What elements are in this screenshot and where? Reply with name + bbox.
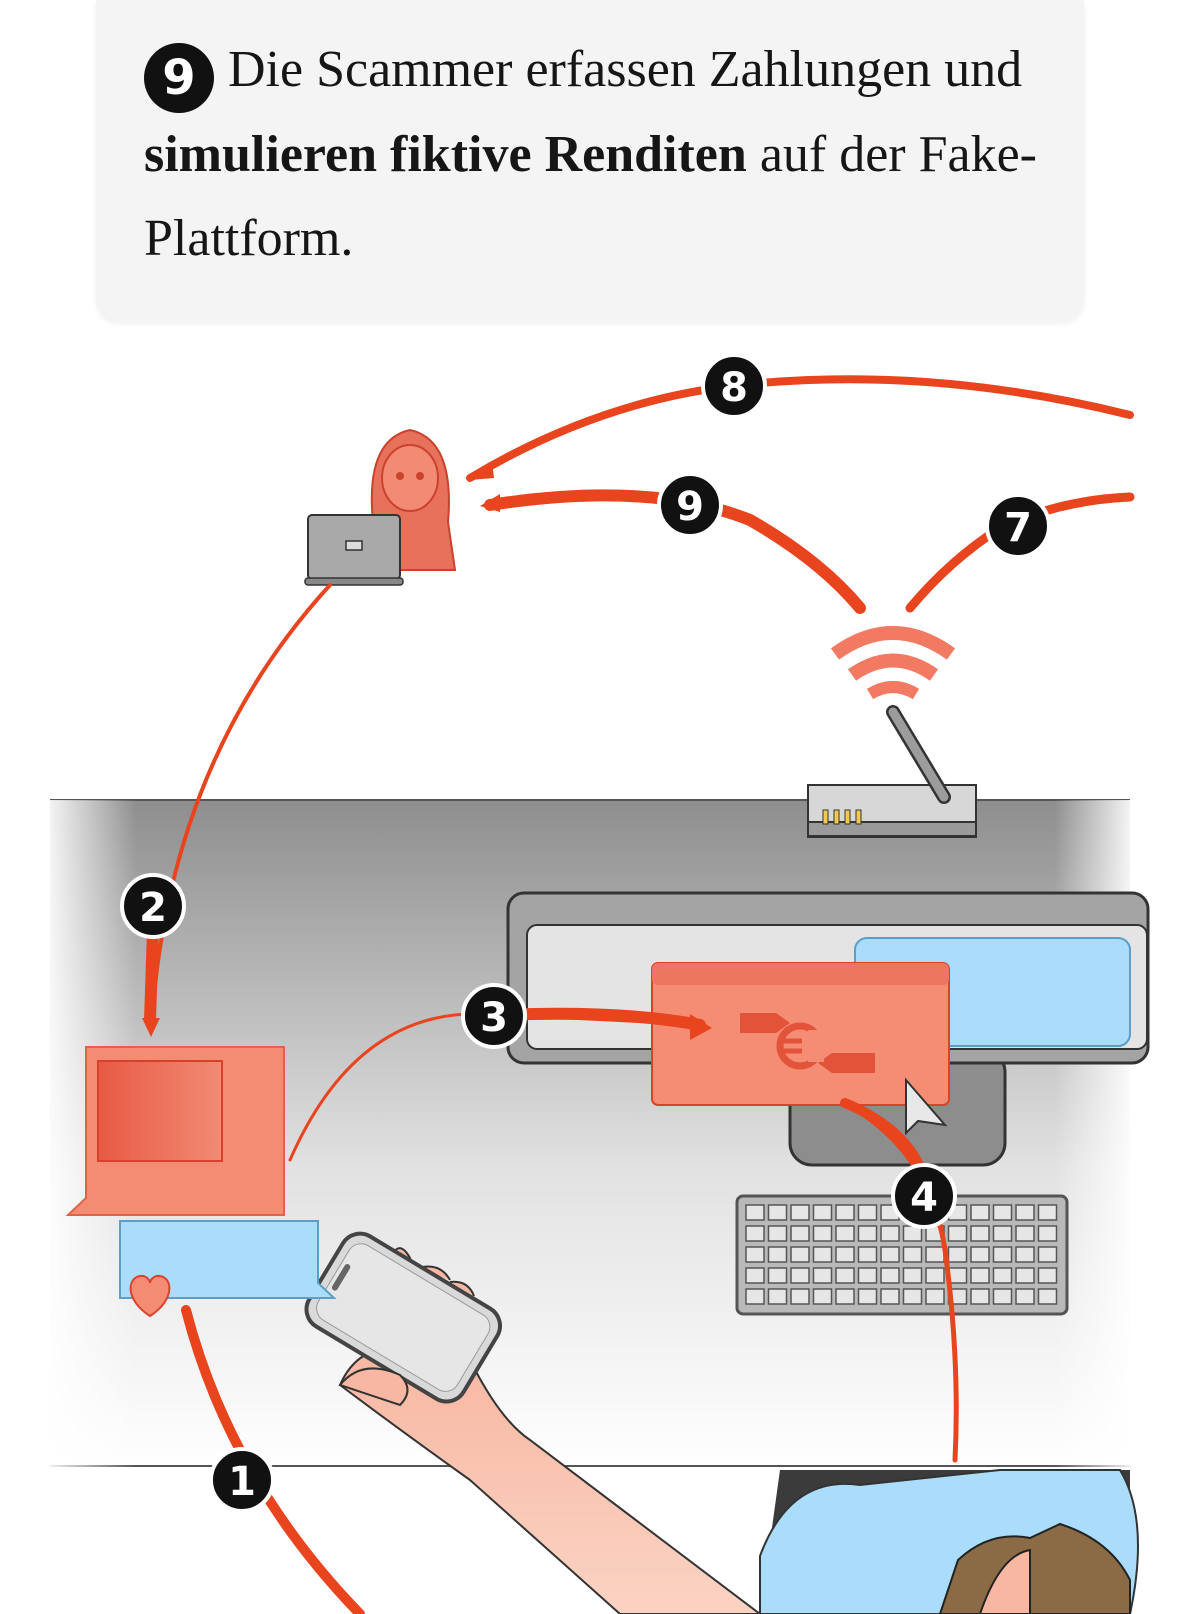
keyboard-key: [812, 1267, 833, 1284]
keyboard-key: [812, 1204, 833, 1221]
caption-bold: simulieren fiktive Renditen: [144, 126, 747, 183]
keyboard-key: [767, 1267, 788, 1284]
keyboard-key: [857, 1204, 878, 1221]
step-badge: 9: [144, 43, 214, 113]
step-marker-4: 4: [891, 1163, 957, 1229]
keyboard-key: [857, 1246, 878, 1263]
keyboard-key: [790, 1267, 810, 1284]
keyboard-key: [970, 1246, 990, 1263]
chat-bubbles: [65, 1046, 337, 1318]
keyboard-key: [812, 1288, 833, 1305]
euro-icon: [776, 1022, 824, 1070]
step-marker-8: 8: [701, 353, 767, 419]
step-marker-3: 3: [461, 983, 527, 1049]
keyboard-key: [745, 1246, 765, 1263]
step-markers: 1 2 3 4 7 8 9: [120, 353, 1051, 1513]
caption-part1: Die Scammer erfassen Zahlungen und: [228, 41, 1023, 98]
keyboard-key: [1015, 1246, 1035, 1263]
keyboard-key: [1015, 1288, 1035, 1305]
keyboard-key: [992, 1246, 1013, 1263]
keyboard-key: [835, 1225, 855, 1242]
scam-flow-illustration: 1 2 3 4 7 8 9: [50, 353, 1150, 1614]
keyboard-key: [880, 1288, 900, 1305]
keyboard-key: [790, 1246, 810, 1263]
step-marker-2: 2: [120, 873, 186, 939]
keyboard-key: [857, 1267, 878, 1284]
keyboard-key: [745, 1288, 765, 1305]
wifi-router-icon: [807, 626, 977, 838]
step-marker-1: 1: [209, 1447, 275, 1513]
keyboard-key: [992, 1288, 1013, 1305]
keyboard-key: [970, 1225, 990, 1242]
keyboard-key: [790, 1225, 810, 1242]
keyboard-key: [1037, 1267, 1058, 1284]
cursor-icon: [905, 1077, 948, 1136]
keyboard-key: [767, 1288, 788, 1305]
keyboard-key: [767, 1204, 788, 1221]
keyboard-key: [902, 1267, 923, 1284]
keyboard-key: [835, 1288, 855, 1305]
step-marker-7: 7: [985, 493, 1051, 559]
flow-arrows: [142, 375, 1135, 1614]
keyboard-key: [970, 1267, 990, 1284]
keyboard-key: [880, 1246, 900, 1263]
keyboard-key: [857, 1225, 878, 1242]
keyboard-key: [1015, 1204, 1035, 1221]
keyboard-key: [767, 1246, 788, 1263]
step-marker-label: 2: [139, 885, 167, 931]
keyboard-key: [902, 1288, 923, 1305]
laptop-icon: [304, 514, 404, 586]
keyboard-key: [1037, 1225, 1058, 1242]
keyboard-key: [812, 1225, 833, 1242]
keyboard-key: [925, 1267, 945, 1284]
keyboard-key: [790, 1288, 810, 1305]
step-marker-label: 1: [228, 1459, 256, 1505]
hand-with-phone: [304, 1231, 762, 1614]
keyboard-key: [835, 1267, 855, 1284]
keyboard-key: [767, 1225, 788, 1242]
keyboard-key: [790, 1204, 810, 1221]
step-marker-label: 8: [720, 365, 748, 411]
keyboard-key: [857, 1288, 878, 1305]
heart-icon: [129, 1274, 171, 1318]
keyboard-key: [745, 1204, 765, 1221]
keyboard-key: [1015, 1267, 1035, 1284]
keyboard-key: [880, 1225, 900, 1242]
keyboard: [735, 1194, 1069, 1316]
person: [759, 1469, 1139, 1614]
keyboard-key: [835, 1246, 855, 1263]
keyboard-key: [970, 1288, 990, 1305]
keyboard-key: [925, 1288, 945, 1305]
step-marker-label: 7: [1004, 505, 1032, 551]
keyboard-key: [835, 1204, 855, 1221]
step-marker-label: 4: [910, 1175, 938, 1221]
keyboard-key: [1015, 1225, 1035, 1242]
keyboard-key: [992, 1225, 1013, 1242]
step-marker-9: 9: [657, 472, 723, 538]
keyboard-key: [745, 1267, 765, 1284]
keyboard-key: [1037, 1246, 1058, 1263]
keyboard-key: [992, 1267, 1013, 1284]
keyboard-key: [947, 1225, 968, 1242]
keyboard-key: [812, 1246, 833, 1263]
keyboard-key: [947, 1246, 968, 1263]
keyboard-key: [992, 1204, 1013, 1221]
step-marker-label: 3: [480, 995, 508, 1041]
keyboard-key: [1037, 1204, 1058, 1221]
keyboard-key: [1037, 1288, 1058, 1305]
caption-part2: auf der Fake-Plattform.: [144, 126, 1038, 267]
keyboard-key: [925, 1246, 945, 1263]
keyboard-key: [970, 1204, 990, 1221]
step-marker-label: 9: [676, 484, 704, 530]
payment-window: [651, 962, 950, 1136]
keyboard-key: [902, 1246, 923, 1263]
keyboard-key: [880, 1267, 900, 1284]
keyboard-key: [745, 1225, 765, 1242]
